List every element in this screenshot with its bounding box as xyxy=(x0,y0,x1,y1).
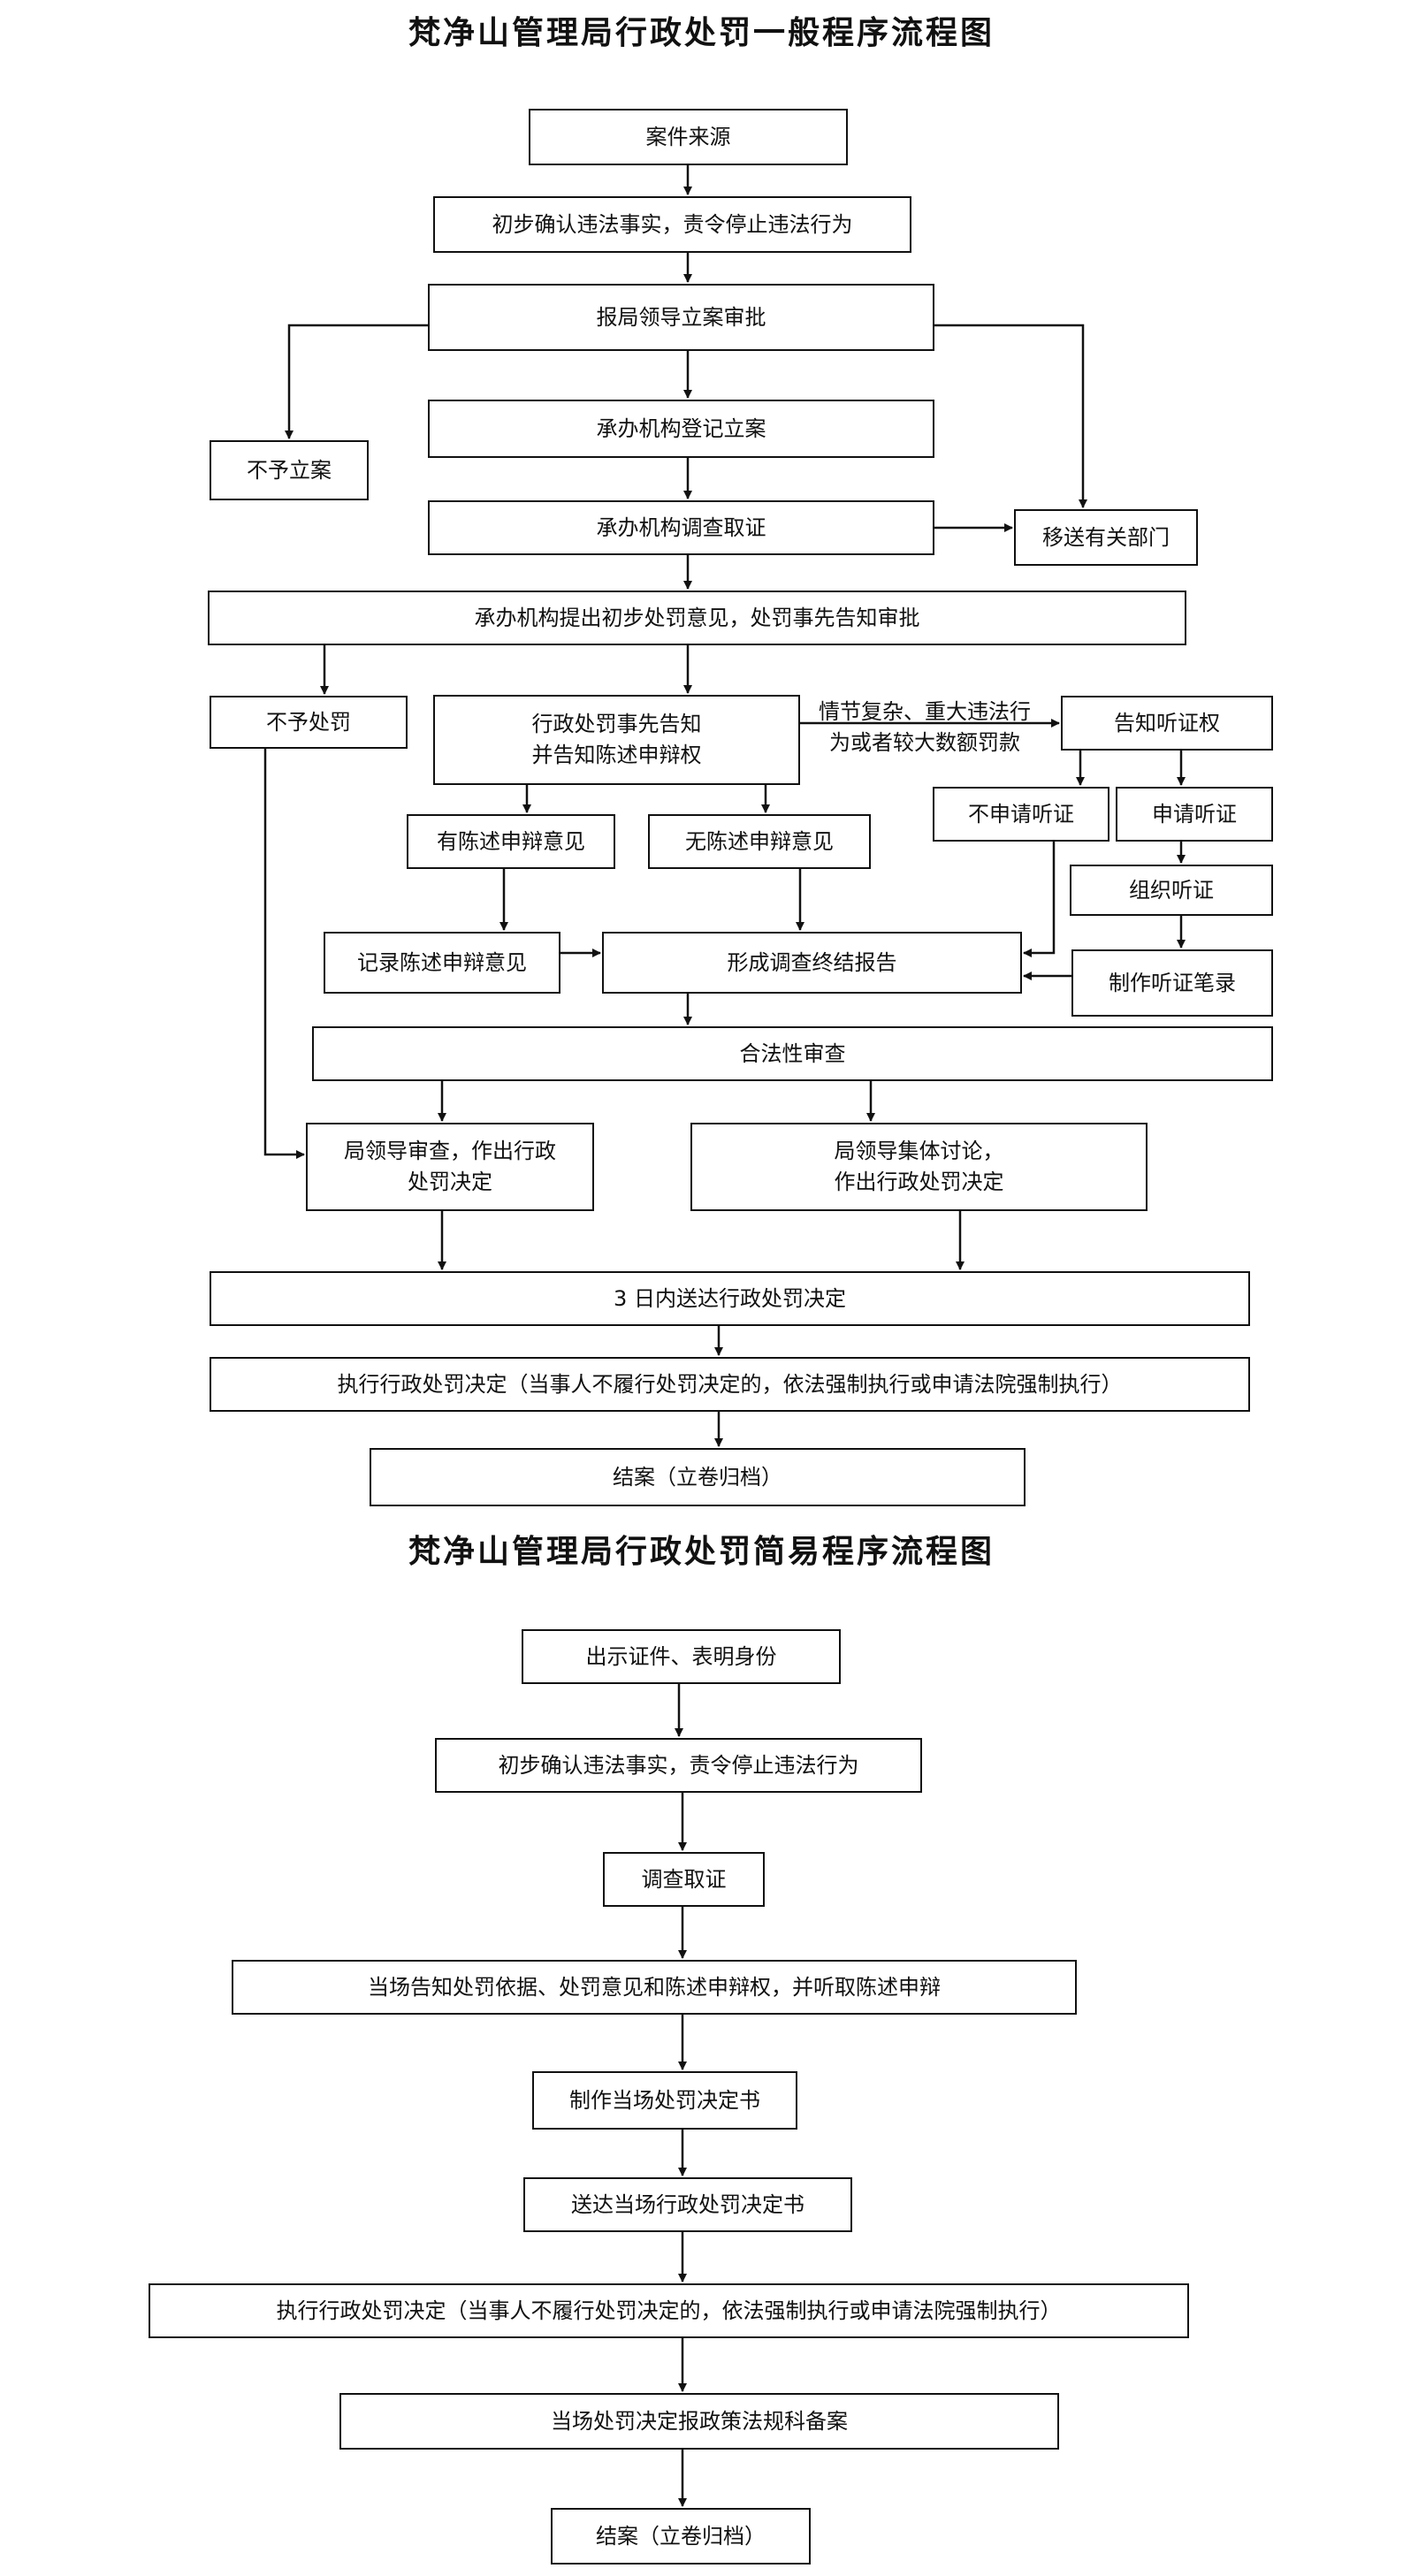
box-no-defense: 无陈述申辩意见 xyxy=(648,814,871,869)
box-apply-hearing: 申请听证 xyxy=(1116,787,1273,842)
box-has-defense: 有陈述申辩意见 xyxy=(407,814,615,869)
arrow-nohearing-report xyxy=(1023,842,1056,957)
box-simple-deliver: 送达当场行政处罚决定书 xyxy=(523,2177,852,2232)
box-legality-review: 合法性审查 xyxy=(312,1026,1273,1081)
arrow-approval-nocase xyxy=(285,324,428,439)
box-transfer: 移送有关部门 xyxy=(1014,509,1198,566)
box-prior-notice: 行政处罚事先告知 并告知陈述申辩权 xyxy=(433,695,800,785)
box-investigate: 承办机构调查取证 xyxy=(428,500,934,555)
box-case-source: 案件来源 xyxy=(529,109,848,165)
simple-title: 梵净山管理局行政处罚简易程序流程图 xyxy=(408,1533,995,1570)
box-final-report: 形成调查终结报告 xyxy=(602,932,1022,994)
box-simple-confirm: 初步确认违法事实，责令停止违法行为 xyxy=(435,1738,922,1793)
box-simple-investigate: 调查取证 xyxy=(603,1852,765,1907)
box-execute: 执行行政处罚决定（当事人不履行处罚决定的，依法强制执行或申请法院强制执行） xyxy=(210,1357,1250,1412)
box-simple-execute: 执行行政处罚决定（当事人不履行处罚决定的，依法强制执行或申请法院强制执行） xyxy=(149,2283,1189,2338)
box-proposal: 承办机构提出初步处罚意见，处罚事先告知审批 xyxy=(208,591,1186,645)
box-simple-file: 当场处罚决定报政策法规科备案 xyxy=(339,2393,1059,2450)
box-simple-make-decision: 制作当场处罚决定书 xyxy=(532,2071,797,2130)
box-no-hearing: 不申请听证 xyxy=(933,787,1109,842)
box-show-id: 出示证件、表明身份 xyxy=(522,1629,841,1684)
box-close: 结案（立卷归档） xyxy=(370,1448,1026,1506)
box-collective: 局领导集体讨论， 作出行政处罚决定 xyxy=(690,1123,1148,1211)
box-report-approval: 报局领导立案审批 xyxy=(428,284,934,351)
box-hearing-notice: 告知听证权 xyxy=(1061,696,1273,751)
box-deliver: 3 日内送达行政处罚决定 xyxy=(210,1271,1250,1326)
box-leader-review: 局领导审查，作出行政 处罚决定 xyxy=(306,1123,594,1211)
box-no-case: 不予立案 xyxy=(210,440,369,500)
box-record-defense: 记录陈述申辩意见 xyxy=(324,932,560,994)
box-confirm-facts: 初步确认违法事实，责令停止违法行为 xyxy=(433,196,911,253)
box-register: 承办机构登记立案 xyxy=(428,400,934,458)
box-hearing-record: 制作听证笔录 xyxy=(1071,949,1273,1017)
box-simple-notify: 当场告知处罚依据、处罚意见和陈述申辩权，并听取陈述申辩 xyxy=(232,1960,1077,2015)
arrow-nopenalty-leader xyxy=(263,749,305,1159)
arrow-approval-transfer xyxy=(934,324,1087,508)
label-complex-case: 情节复杂、重大违法行 为或者较大数额罚款 xyxy=(801,697,1048,758)
box-organize-hearing: 组织听证 xyxy=(1070,865,1273,916)
box-no-penalty: 不予处罚 xyxy=(210,696,408,749)
box-simple-close: 结案（立卷归档） xyxy=(551,2508,811,2565)
general-title: 梵净山管理局行政处罚一般程序流程图 xyxy=(408,14,995,51)
